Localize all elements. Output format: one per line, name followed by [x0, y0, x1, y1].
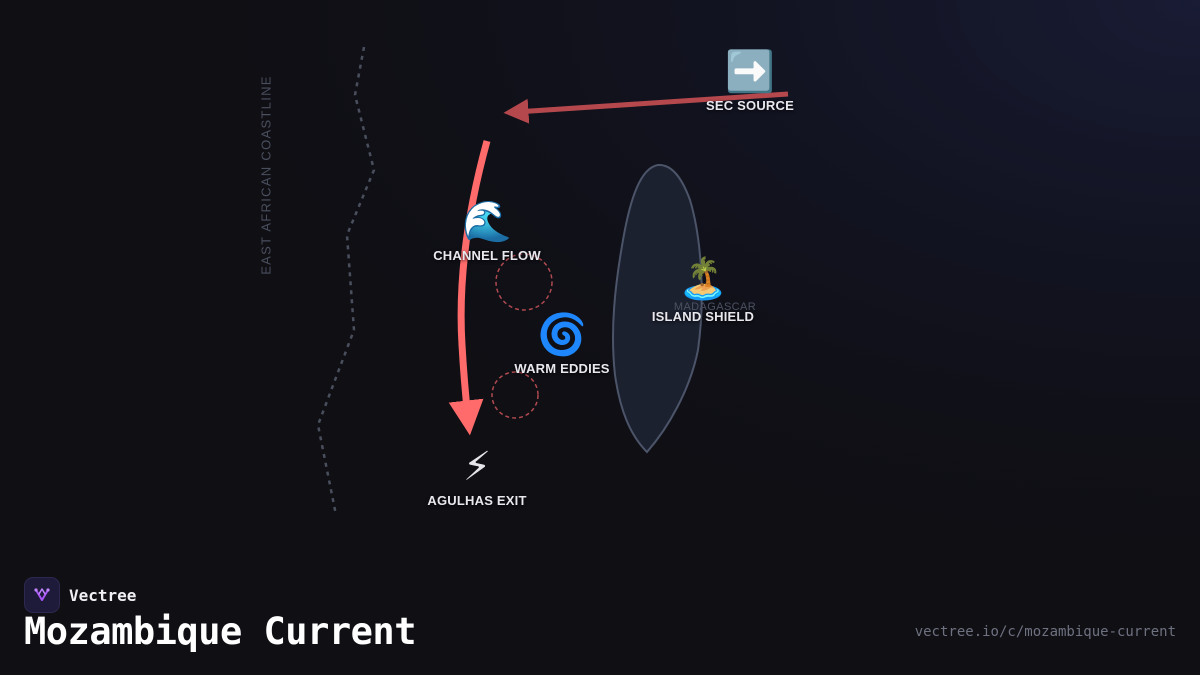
wave-icon: 🌊 — [462, 199, 512, 245]
node-label: CHANNEL FLOW — [433, 248, 541, 263]
node-label: ISLAND SHIELD — [651, 309, 755, 324]
lightning-icon: ⚡ — [462, 444, 492, 490]
madagascar-label: MADAGASCAR — [673, 301, 757, 313]
node-sec-source[interactable]: ➡️ SEC SOURCE — [650, 50, 850, 113]
node-label: WARM EDDIES — [514, 361, 610, 376]
mozambique-current-arrow — [448, 140, 491, 436]
page-url[interactable]: vectree.io/c/mozambique-current — [914, 624, 1176, 640]
eddy-ring-upper — [495, 253, 553, 311]
node-label: AGULHAS EXIT — [427, 493, 527, 508]
cyclone-icon: 🌀 — [537, 312, 587, 358]
sec-source-arrow — [503, 91, 789, 124]
vectree-logo-icon — [24, 577, 60, 613]
island-icon: 🏝️ — [678, 256, 728, 302]
eddy-ring-lower — [491, 371, 539, 419]
node-label: SEC SOURCE — [706, 98, 794, 113]
coastline-label: EAST AFRICAN COASTLINE — [258, 75, 274, 275]
page-title: Mozambique Current — [24, 610, 416, 653]
madagascar-island — [612, 163, 703, 454]
node-agulhas-exit[interactable]: ⚡ AGULHAS EXIT — [377, 445, 577, 508]
node-channel-flow[interactable]: 🌊 CHANNEL FLOW — [387, 200, 587, 263]
brand-name: Vectree — [69, 585, 137, 605]
brand[interactable]: Vectree — [24, 577, 136, 613]
node-island-shield[interactable]: 🏝️ ISLAND SHIELD — [603, 257, 803, 324]
right-arrow-icon: ➡️ — [725, 49, 775, 95]
node-warm-eddies[interactable]: 🌀 WARM EDDIES — [462, 313, 662, 376]
east-african-coastline — [316, 46, 376, 516]
